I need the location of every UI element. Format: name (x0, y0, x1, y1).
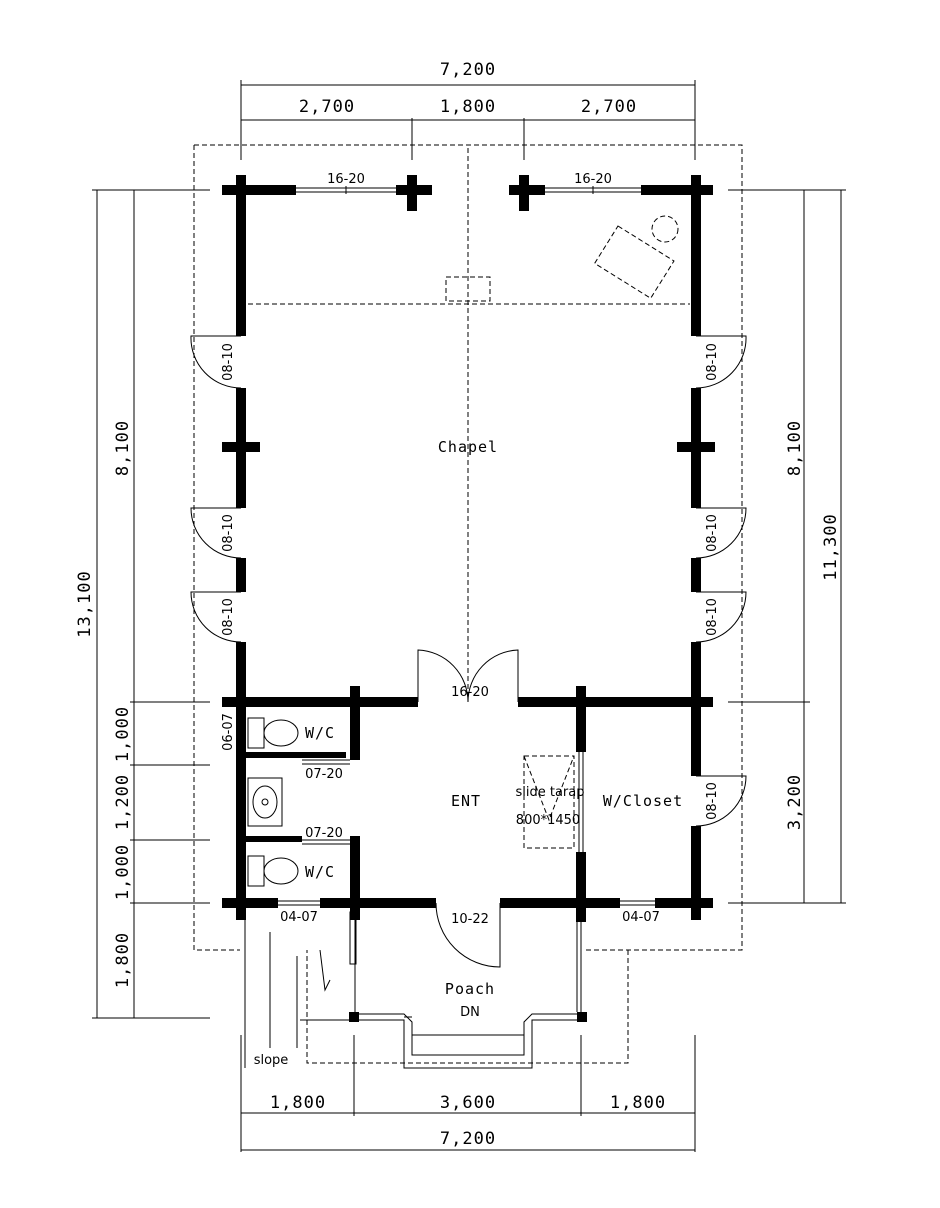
label-porch: Poach (445, 980, 495, 998)
altar (445, 276, 491, 302)
dim-right-total: 11,300 (821, 513, 841, 580)
lectern (593, 225, 675, 299)
toilet-tank-bottom (247, 855, 265, 887)
dim-top-seg-2: 1,800 (440, 97, 496, 117)
top-dimensions: 7,200 2,700 1,800 2,700 (240, 60, 696, 160)
dim-bottom-seg-2: 3,600 (440, 1093, 496, 1113)
sink-bowl (252, 785, 278, 819)
label-closet: W/Closet (603, 792, 683, 810)
dim-left-seg-2: 1,200 (113, 774, 133, 830)
code-east-door-closet: 08-10 (705, 782, 720, 820)
code-east-door-2: 08-10 (705, 514, 720, 552)
label-slope: slope (254, 1053, 289, 1068)
code-north-window-left: 16-20 (327, 172, 365, 187)
dim-top-seg-1: 2,700 (299, 97, 355, 117)
dim-left-seg-4: 1,800 (113, 932, 133, 988)
label-entrance: ENT (451, 792, 481, 810)
label-wc-bottom: W/C (305, 863, 335, 881)
bottom-dimensions: 1,800 3,600 1,800 7,200 (240, 1035, 696, 1152)
code-south-window-right: 04-07 (622, 910, 660, 925)
dim-right-lower: 3,200 (785, 774, 805, 830)
sink-counter (247, 777, 283, 827)
code-wc-door-bottom: 07-20 (305, 826, 343, 841)
dim-bottom-seg-1: 1,800 (270, 1093, 326, 1113)
label-wc-top: W/C (305, 724, 335, 742)
dim-bottom-seg-3: 1,800 (610, 1093, 666, 1113)
opening-codes: 16-20 16-20 08-10 08-10 08-10 08-10 08-1… (221, 172, 720, 927)
dim-left-seg-3: 1,000 (113, 844, 133, 900)
label-chapel: Chapel (438, 438, 498, 456)
code-west-door-2: 08-10 (221, 514, 236, 552)
dim-left-seg-1: 1,000 (113, 706, 133, 762)
code-east-door-3: 08-10 (705, 598, 720, 636)
code-entrance-door: 10-22 (451, 912, 489, 927)
label-porch-down: DN (460, 1005, 480, 1020)
seat (651, 215, 679, 243)
dim-bottom-total: 7,200 (440, 1129, 496, 1149)
dim-top-total: 7,200 (440, 60, 496, 80)
code-south-window-left: 04-07 (280, 910, 318, 925)
dim-top-seg-3: 2,700 (581, 97, 637, 117)
center-lines (248, 148, 690, 700)
left-dimensions: 13,100 8,100 1,000 1,200 1,000 1,800 (75, 189, 210, 1019)
code-wc-window: 06-07 (221, 713, 236, 751)
code-west-door-3: 08-10 (221, 598, 236, 636)
dim-left-total: 13,100 (75, 570, 95, 637)
windows (237, 186, 655, 906)
code-wc-door-top: 07-20 (305, 767, 343, 782)
code-north-window-right: 16-20 (574, 172, 612, 187)
code-east-door-1: 08-10 (705, 343, 720, 381)
dim-left-upper: 8,100 (113, 420, 133, 476)
toilet-bowl-top (263, 719, 299, 747)
label-slide-size: 800*1450 (516, 813, 580, 828)
code-chapel-double-door: 16-20 (451, 685, 489, 700)
toilet-tank-top (247, 717, 265, 749)
slide-trap (523, 755, 575, 849)
label-slide-trap: slide tarap (515, 785, 584, 800)
right-dimensions: 8,100 11,300 3,200 (728, 189, 846, 904)
toilet-bowl-bottom (263, 857, 299, 885)
walls (222, 175, 715, 1022)
doors (190, 335, 747, 968)
dim-right-upper: 8,100 (785, 420, 805, 476)
room-labels: Chapel ENT W/C W/C W/Closet Poach DN slo… (254, 438, 683, 1068)
code-west-door-1: 08-10 (221, 343, 236, 381)
roof-outline (193, 144, 743, 1064)
fixtures (244, 215, 679, 1069)
